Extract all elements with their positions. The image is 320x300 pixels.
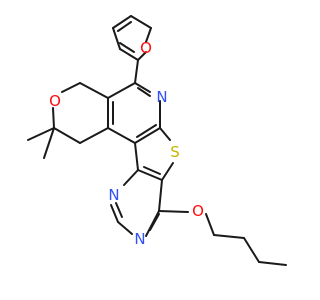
bond (52, 107, 55, 129)
bond (110, 204, 119, 223)
pyran-oxygen-atom: O (49, 92, 61, 110)
bond (205, 213, 215, 236)
thiophene-sulfur-label: S (170, 143, 180, 161)
furan-oxygen-label: O (140, 39, 152, 57)
bond (145, 27, 152, 43)
bond (258, 261, 287, 266)
furan-oxygen-atom: O (140, 39, 152, 57)
bond (43, 127, 55, 159)
pyrimidine-nitrogen-label-2: N (134, 230, 145, 248)
bond (145, 210, 160, 237)
bond (117, 221, 133, 235)
bond (112, 27, 121, 50)
bond (115, 202, 123, 218)
bond (161, 162, 174, 181)
bond (134, 142, 139, 171)
bond (117, 21, 132, 32)
bond (107, 127, 136, 144)
bond (137, 87, 151, 97)
bond (119, 48, 139, 61)
bond (79, 127, 109, 144)
bond (213, 234, 245, 239)
bond (137, 169, 163, 181)
bond (143, 166, 161, 175)
pyridine-nitrogen-label: N (156, 88, 167, 106)
bond (107, 82, 136, 99)
bond (123, 169, 139, 186)
pyrimidine-nitrogen-atom-1: N (108, 186, 119, 204)
chemical-structure-diagram: O O N S N N O (27, 15, 287, 266)
pyran-oxygen-label: O (49, 92, 61, 110)
bond (159, 127, 171, 141)
bond (119, 42, 135, 53)
bond-lines (27, 15, 287, 266)
atom-labels: O O N S N N O (49, 39, 204, 248)
pyrimidine-nitrogen-label-1: N (108, 186, 119, 204)
thiophene-sulfur-atom: S (170, 143, 180, 161)
bond (158, 179, 163, 212)
bond (136, 124, 157, 138)
ether-oxygen-atom: O (192, 202, 204, 220)
bond (112, 15, 132, 29)
bond (158, 210, 189, 213)
ether-oxygen-label: O (192, 202, 204, 220)
bond (137, 51, 147, 61)
bond (134, 82, 151, 93)
bond (27, 127, 55, 141)
bond (134, 59, 139, 84)
bond (149, 213, 160, 231)
bond (53, 127, 81, 144)
bond (61, 82, 81, 93)
bond (243, 237, 260, 263)
bond (79, 82, 109, 99)
bond (134, 127, 161, 144)
pyridine-nitrogen-atom: N (156, 88, 167, 106)
pyrimidine-nitrogen-atom-2: N (134, 230, 145, 248)
bond (130, 15, 152, 29)
